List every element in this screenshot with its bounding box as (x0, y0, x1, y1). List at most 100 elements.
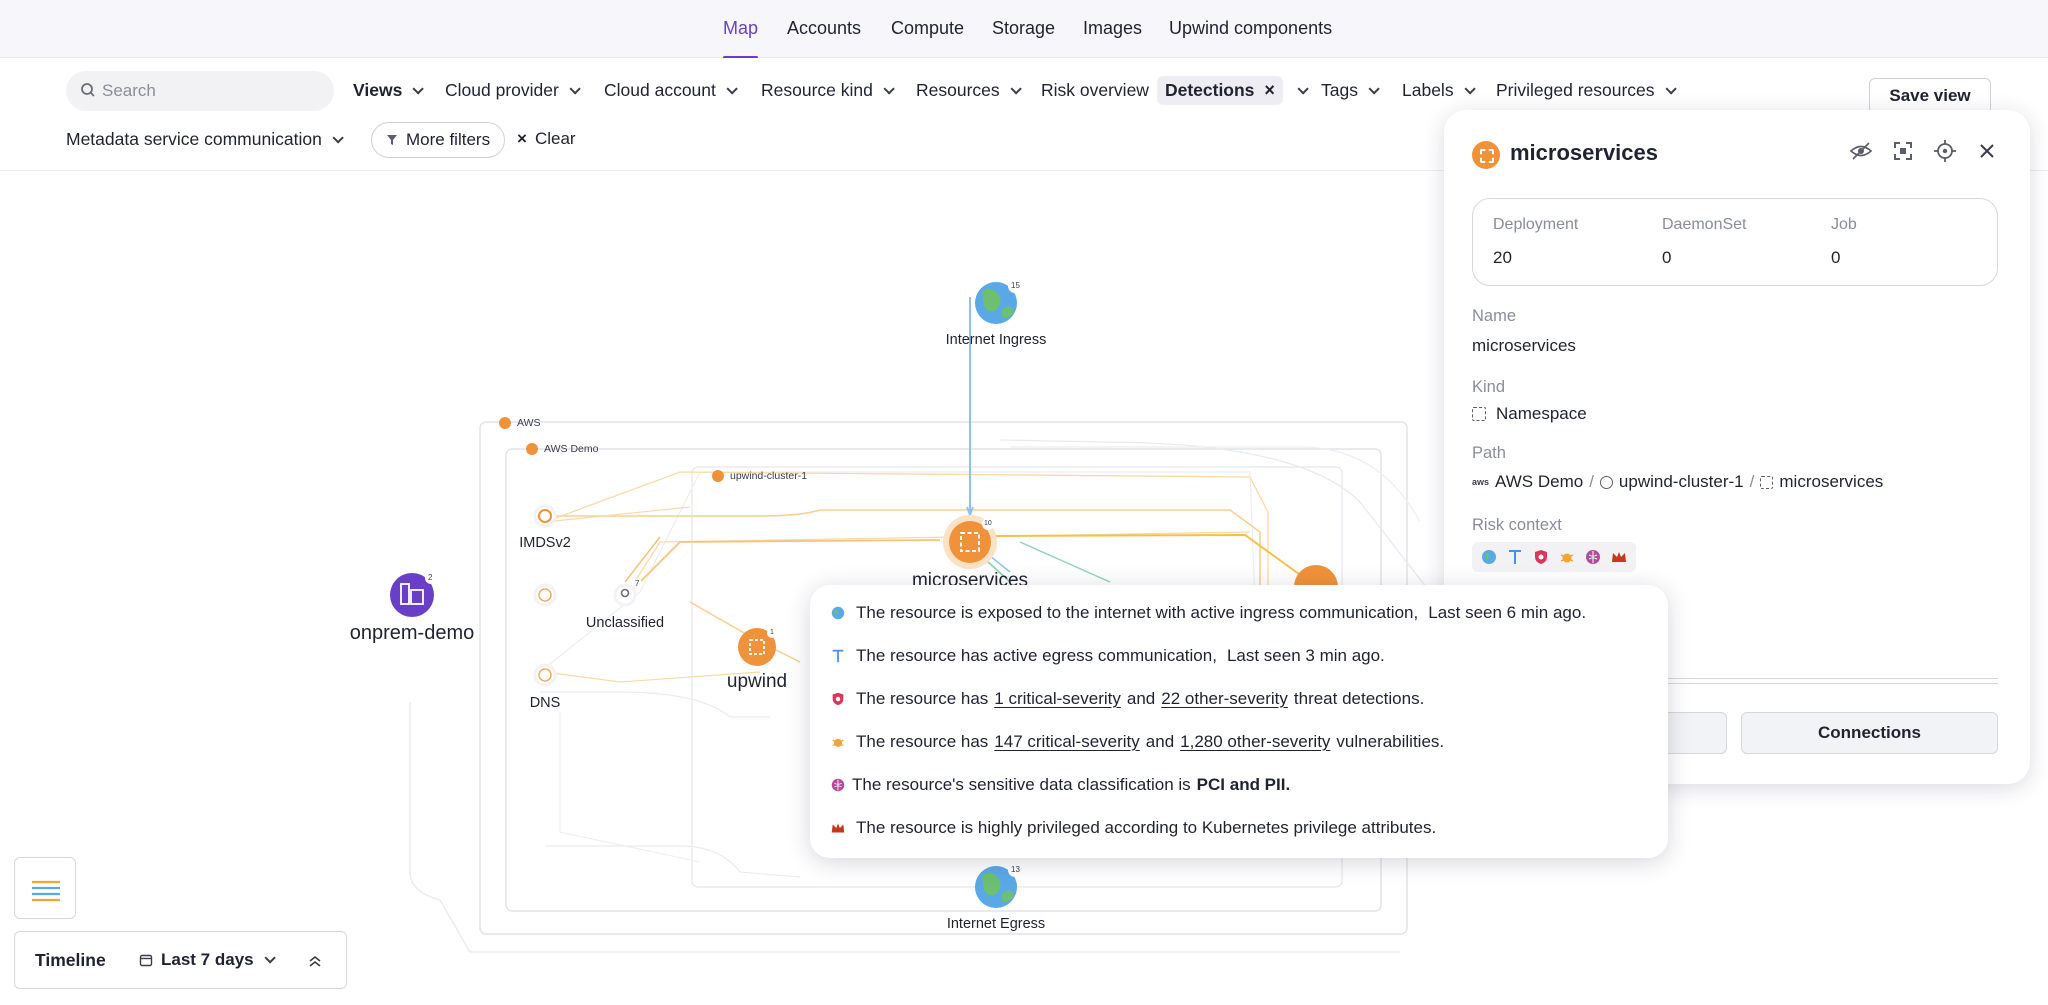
aws-demo-icon (526, 443, 538, 455)
tab-storage[interactable]: Storage (992, 18, 1056, 38)
job-count-label: Job (1831, 216, 1857, 233)
internet-egress-label: Internet Egress (946, 916, 1046, 932)
more-filters-button[interactable]: More filters (371, 122, 506, 158)
chevron-down-icon (1010, 82, 1022, 95)
crown-icon[interactable] (1610, 548, 1628, 566)
aws-icon: aws (1472, 477, 1490, 487)
bug-icon[interactable] (1558, 548, 1576, 566)
internet-ingress-label: Internet Ingress (945, 332, 1047, 348)
clear-label: Clear (534, 129, 576, 148)
cluster-icon (1599, 475, 1613, 489)
cloud-provider-filter[interactable]: Cloud provider (445, 80, 581, 101)
resource-kind-filter[interactable]: Resource kind (761, 80, 895, 101)
panel-divider (1472, 683, 1998, 684)
timeline-range-label: Last 7 days (161, 950, 254, 969)
chevron-down-icon (1368, 82, 1380, 95)
internet-exposure-icon[interactable] (1480, 548, 1498, 566)
brain-icon (831, 778, 845, 792)
metadata-service-filter[interactable]: Metadata service communication (66, 129, 344, 150)
cloud-account-filter[interactable]: Cloud account (604, 80, 738, 101)
tooltip-data-line: The resource's sensitive data classifica… (830, 775, 1290, 795)
internet-ingress-node[interactable] (975, 279, 1022, 324)
shield-icon[interactable] (1532, 548, 1550, 566)
path-cluster[interactable]: upwind-cluster-1 (1618, 472, 1744, 491)
search-input[interactable] (102, 71, 322, 111)
chevron-up-icon[interactable] (307, 953, 323, 969)
chevron-down-icon (264, 952, 276, 964)
path-account[interactable]: AWS Demo (1495, 472, 1584, 491)
tooltip-threats-mid: and (1126, 689, 1156, 708)
tooltip-ingress-text: The resource is exposed to the internet … (856, 603, 1419, 622)
crown-icon (831, 823, 845, 833)
labels-filter[interactable]: Labels (1402, 80, 1476, 101)
cloud-account-label: Cloud account (604, 80, 716, 100)
legend-button[interactable] (14, 857, 76, 919)
metadata-service-label: Metadata service communication (66, 129, 322, 149)
tab-images[interactable]: Images (1083, 18, 1143, 38)
resource-map-canvas[interactable]: 15 13 2 7 1 10 AWS AWS Demo upwind-clust… (0, 172, 2048, 1005)
privileged-resources-filter[interactable]: Privileged resources (1496, 80, 1677, 101)
path-namespace[interactable]: microservices (1779, 472, 1884, 491)
tab-accounts[interactable]: Accounts (787, 18, 862, 38)
tooltip-egress-text: The resource has active egress communica… (856, 646, 1217, 665)
onprem-demo-label: onprem-demo (349, 622, 475, 644)
tags-filter[interactable]: Tags (1321, 80, 1380, 101)
close-icon[interactable]: × (1264, 80, 1275, 100)
resources-filter[interactable]: Resources (916, 80, 1022, 101)
internet-egress-node[interactable] (975, 863, 1022, 908)
brain-icon[interactable] (1584, 548, 1602, 566)
onprem-demo-node[interactable] (390, 572, 437, 617)
workload-counts: Deployment 20 DaemonSet 0 Job 0 (1472, 198, 1998, 286)
tab-map[interactable]: Map (723, 18, 759, 59)
imdsv2-label: IMDSv2 (519, 535, 571, 551)
microservices-node[interactable] (943, 515, 997, 569)
connections-button[interactable]: Connections (1741, 712, 1998, 754)
search-box (66, 71, 334, 111)
upwind-node[interactable] (738, 628, 777, 666)
tab-upwind-components[interactable]: Upwind components (1169, 18, 1333, 38)
namespace-icon (1760, 475, 1774, 489)
panel-title: microservices (1510, 140, 1658, 165)
egress-icon (832, 649, 844, 663)
more-filters-label: More filters (406, 130, 491, 149)
kind-value-row: Namespace (1472, 404, 1587, 424)
detections-chip[interactable]: Detections× (1156, 76, 1283, 105)
path-separator: / (1589, 472, 1594, 491)
tooltip-vulns-line: The resource has 147 critical-severity a… (830, 732, 1444, 752)
upwind-label: upwind (726, 671, 788, 692)
hide-icon[interactable] (1848, 138, 1874, 164)
unclassified-node[interactable] (613, 579, 642, 607)
other-vulns-link[interactable]: 1,280 other-severity (1180, 732, 1331, 751)
close-icon[interactable] (1974, 138, 2000, 164)
save-view-button[interactable]: Save view (1869, 78, 1991, 114)
tooltip-egress-seen: Last seen 3 min ago. (1226, 646, 1385, 665)
ingress-badge: 15 (1011, 281, 1020, 290)
locate-icon[interactable] (1932, 138, 1958, 164)
clear-button[interactable]: × Clear (517, 129, 576, 149)
onprem-badge: 2 (428, 573, 433, 582)
tooltip-data-pre: The resource's sensitive data classifica… (852, 775, 1191, 794)
tags-label: Tags (1321, 80, 1358, 100)
chevron-down-icon (726, 82, 738, 95)
job-count-value: 0 (1831, 248, 1841, 267)
critical-threats-link[interactable]: 1 critical-severity (994, 689, 1121, 708)
clock-node[interactable] (533, 583, 557, 607)
expand-icon[interactable] (1890, 138, 1916, 164)
cluster-group-label: upwind-cluster-1 (730, 470, 808, 482)
imdsv2-node[interactable] (533, 504, 557, 528)
dns-node[interactable] (533, 663, 557, 687)
tooltip-privilege-text: The resource is highly privileged accord… (856, 818, 1437, 837)
risk-overview-filter[interactable]: Risk overview Detections× (1041, 76, 1309, 105)
aws-icon (499, 417, 511, 429)
tab-compute[interactable]: Compute (891, 18, 965, 38)
name-label: Name (1472, 307, 1517, 325)
tooltip-data-value: PCI and PII. (1196, 775, 1291, 794)
views-dropdown[interactable]: Views (353, 80, 425, 101)
other-threats-link[interactable]: 22 other-severity (1161, 689, 1288, 708)
timeline-range-dropdown[interactable]: Last 7 days (139, 950, 276, 970)
critical-vulns-link[interactable]: 147 critical-severity (994, 732, 1140, 751)
aws-demo-group-label: AWS Demo (544, 443, 599, 455)
path-breadcrumb: aws AWS Demo / upwind-cluster-1 / micros… (1472, 472, 1883, 492)
egress-icon[interactable] (1506, 548, 1524, 566)
top-navigation: Map Accounts Compute Storage Images Upwi… (0, 0, 2048, 59)
